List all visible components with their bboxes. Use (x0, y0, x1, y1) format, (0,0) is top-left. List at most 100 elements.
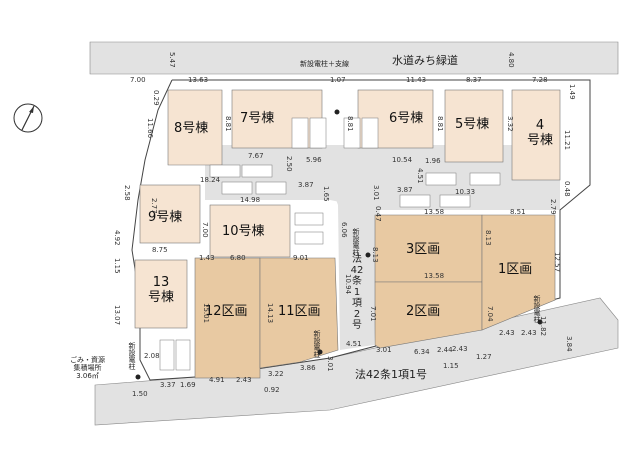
dimension-label: 8.81 (436, 116, 444, 132)
dimension-label: 5.96 (306, 156, 322, 164)
dimension-label: 8.37 (466, 76, 482, 84)
dimension-label: 3.87 (298, 181, 314, 189)
dimension-label: 3.01 (376, 346, 392, 354)
lot-3-label: 3区画 (406, 242, 441, 257)
dimension-label: 8.51 (510, 208, 526, 216)
dimension-label: 10.33 (455, 188, 476, 196)
dimension-label: 1.15 (113, 258, 121, 274)
dimension-label: 2.79 (549, 199, 557, 215)
lot-11-label: 11区画 (278, 304, 321, 319)
dimension-label: 8.13 (484, 230, 492, 246)
dimension-label: 3.01 (372, 185, 380, 201)
top-path-road (89, 41, 619, 75)
garbage-line-3: 3.06㎡ (76, 372, 99, 380)
dimension-label: 13.58 (424, 272, 445, 280)
lot-2-shape (374, 281, 483, 349)
dimension-label: 11.66 (146, 118, 154, 139)
garbage-site-note: ごみ・資源 集積場所 3.06㎡ (70, 356, 105, 380)
dimension-label: 1.27 (476, 353, 492, 361)
house-13-label: 13 号棟 (148, 275, 174, 305)
center-road-char: 条 (352, 276, 362, 287)
house-6-label: 6号棟 (389, 111, 424, 126)
house-10-shape (209, 204, 291, 258)
dimension-label: 11.82 (539, 316, 547, 337)
dimension-label: 1.69 (180, 381, 196, 389)
dimension-label: 0.47 (374, 206, 382, 222)
garbage-line-1: ごみ・資源 (70, 356, 105, 364)
house-4-number: 4 (535, 118, 545, 133)
house-4-suffix: 号棟 (527, 133, 554, 148)
new-pole-note-lot11: 新設電柱 (313, 330, 321, 358)
house-13-shape (134, 259, 188, 329)
dimension-label: 2.44 (437, 346, 453, 354)
dimension-label: 7.01 (369, 306, 377, 322)
dimension-label: 4.80 (507, 52, 515, 68)
dimension-label: 13.63 (188, 76, 209, 84)
dimension-label: 8.75 (152, 246, 168, 254)
dimension-label: 5.47 (168, 52, 176, 68)
dimension-label: 2.08 (144, 352, 160, 360)
compass-icon (13, 103, 43, 133)
dimension-label: 7.67 (248, 152, 264, 160)
lot-1-shape (481, 214, 556, 331)
center-road-char: 2 (353, 309, 361, 320)
dimension-label: 6.06 (340, 222, 348, 238)
dimension-label: 7.00 (130, 76, 146, 84)
dimension-label: 14.98 (240, 196, 261, 204)
dimension-label: 2.43 (452, 345, 468, 353)
dimension-label: 12.57 (553, 252, 561, 273)
dimension-label: 11.21 (563, 130, 571, 151)
dimension-label: 3.22 (268, 370, 284, 378)
house-13-number: 13 (152, 275, 170, 290)
dimension-label: 4.51 (346, 340, 362, 348)
dimension-label: 1.07 (330, 76, 346, 84)
parking (159, 117, 501, 371)
lot-12-label: 12区画 (205, 304, 248, 319)
dimension-label: 0.48 (563, 181, 571, 197)
garbage-line-2: 集積場所 (73, 364, 102, 372)
lots (194, 214, 556, 379)
dimension-label: 7.28 (532, 76, 548, 84)
lot-2-label: 2区画 (406, 304, 441, 319)
house-9-label: 9号棟 (148, 210, 183, 225)
dimension-label: 2.58 (123, 185, 131, 201)
dimension-label: 14.13 (266, 303, 274, 324)
center-road-char: 項 (352, 298, 362, 309)
dimension-label: 1.15 (443, 362, 459, 370)
new-pole-note-lot1: 新設電柱 (533, 295, 541, 323)
center-road-char: 法 (352, 254, 362, 265)
house-13-suffix: 号棟 (148, 290, 175, 305)
house-4-shape (511, 89, 561, 181)
dimension-label: 1.65 (322, 186, 330, 202)
house-5-label: 5号棟 (455, 117, 490, 132)
dimension-label: 1.49 (568, 84, 576, 100)
lot-11-shape (259, 257, 339, 369)
center-road-label: 法 42 条 1 項 2 号 (350, 254, 364, 331)
house-4-label: 4 号棟 (527, 118, 553, 148)
house-8-label: 8号棟 (174, 121, 209, 136)
dimension-label: 2.43 (236, 376, 252, 384)
dimension-label: 4.91 (209, 376, 225, 384)
dimension-label: 3.37 (160, 381, 176, 389)
dimension-label: 8.13 (371, 247, 379, 263)
top-path-label: 水道みち緑道 (392, 54, 458, 67)
house-9-shape (139, 184, 201, 244)
new-pole-note-west: 新設電柱 (128, 342, 136, 370)
lot-12-shape (194, 257, 261, 379)
dimension-label: 3.86 (300, 364, 316, 372)
dimension-label: 1.43 (199, 254, 215, 262)
dimension-label: 0.29 (152, 90, 160, 106)
dimension-label: 1.96 (425, 157, 441, 165)
bottom-road-label: 法42条1項1号 (355, 368, 427, 381)
house-5-shape (444, 89, 504, 163)
dimension-label: 3.32 (506, 116, 514, 132)
center-road-char: 42 (350, 265, 364, 276)
dimension-label: 2.43 (499, 329, 515, 337)
dimension-label: 0.92 (264, 386, 280, 394)
dimension-label: 4.51 (416, 168, 424, 184)
dimension-label: 13.58 (424, 208, 445, 216)
dimension-label: 8.81 (224, 116, 232, 132)
dimension-label: 4.92 (113, 230, 121, 246)
dimension-label: 13.07 (113, 305, 121, 326)
